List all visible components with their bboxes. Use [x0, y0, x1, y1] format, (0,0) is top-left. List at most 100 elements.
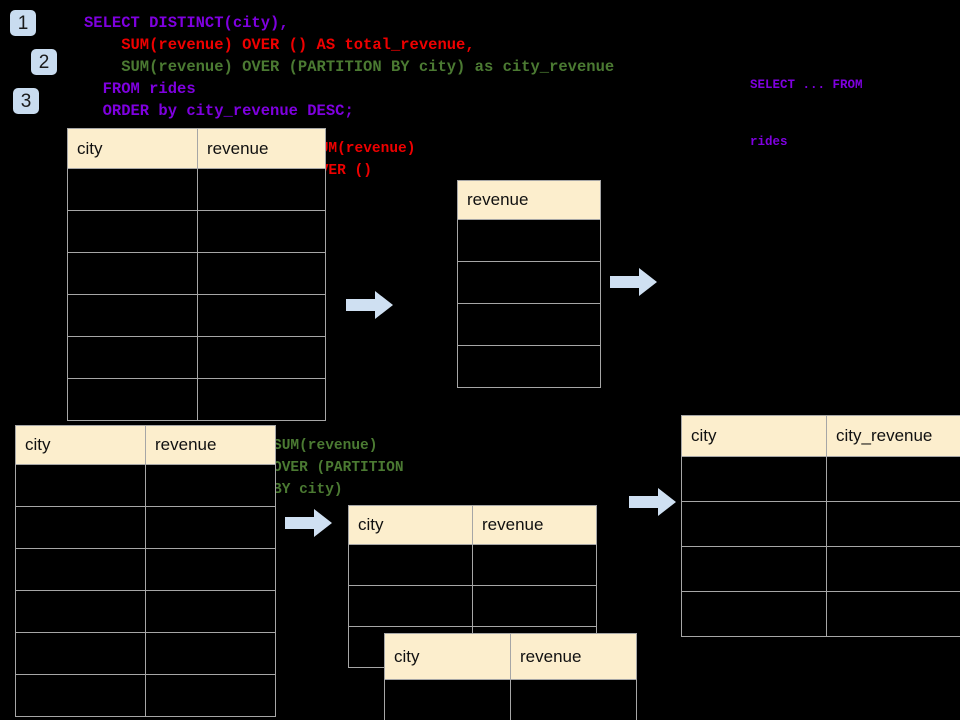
sql-side-note: SELECT ... FROM rides	[750, 38, 863, 190]
flow-arrow-bottom-right	[629, 488, 676, 516]
table-cell-city_revenue	[826, 591, 960, 637]
table-row	[67, 294, 326, 337]
sql-side-note-line-1: SELECT ... FROM	[750, 78, 863, 92]
annot-total-revenue: SUM(revenue) OVER ()	[311, 138, 415, 182]
table-cell-revenue	[197, 210, 326, 253]
table-cell-city	[681, 456, 827, 502]
table-row	[681, 546, 960, 592]
table-cell-revenue	[197, 252, 326, 295]
table-cell-city	[67, 378, 198, 421]
annot-total-revenue-line-2: OVER ()	[311, 163, 372, 179]
table-cell-city_revenue	[826, 501, 960, 547]
table-cell-city	[15, 632, 146, 675]
table-cell-city_revenue	[826, 456, 960, 502]
table-row	[457, 303, 601, 346]
table-row	[67, 378, 326, 421]
table-row	[348, 544, 597, 586]
table-cell-revenue	[197, 168, 326, 211]
sql-line-1: SELECT DISTINCT(city),	[84, 14, 289, 32]
total-revenue-table: revenue	[457, 180, 601, 388]
table-row	[67, 210, 326, 253]
table-row	[457, 345, 601, 388]
table-row	[15, 590, 276, 633]
table-cell-city	[67, 210, 198, 253]
sql-line-4: FROM rides	[84, 80, 196, 98]
table-cell-revenue	[145, 674, 276, 717]
column-header-revenue: revenue	[510, 633, 637, 680]
column-header-city: city	[384, 633, 511, 680]
table-cell-revenue	[197, 336, 326, 379]
table-row	[348, 585, 597, 627]
table-cell-revenue	[197, 294, 326, 337]
table-cell-revenue	[510, 679, 637, 720]
table-cell-city	[15, 674, 146, 717]
table-cell-city	[348, 585, 473, 627]
table-cell-revenue	[145, 548, 276, 591]
column-header-city: city	[67, 128, 198, 169]
table-cell-revenue	[457, 345, 601, 388]
table-header-row: revenue	[457, 180, 601, 220]
table-cell-revenue	[145, 506, 276, 549]
table-cell-city	[67, 168, 198, 211]
step-badge-1: 1	[10, 10, 36, 36]
table-row	[681, 456, 960, 502]
table-cell-city	[15, 464, 146, 507]
table-cell-revenue	[145, 590, 276, 633]
table-row	[681, 591, 960, 637]
table-row	[457, 261, 601, 304]
table-cell-city	[67, 336, 198, 379]
step-badge-3: 3	[13, 88, 39, 114]
table-cell-city	[67, 252, 198, 295]
table-row	[67, 168, 326, 211]
table-row	[15, 464, 276, 507]
sql-side-note-line-2: rides	[750, 135, 788, 149]
annot-city-revenue: SUM(revenue) OVER (PARTITION BY city)	[273, 435, 404, 501]
table-row	[681, 501, 960, 547]
table-cell-city	[681, 546, 827, 592]
table-cell-revenue	[457, 219, 601, 262]
table-cell-revenue	[457, 303, 601, 346]
sql-line-5: ORDER by city_revenue DESC;	[84, 102, 354, 120]
sql-query-block: SELECT DISTINCT(city), SUM(revenue) OVER…	[84, 12, 614, 122]
table-cell-city	[681, 501, 827, 547]
table-row	[15, 506, 276, 549]
table-cell-city_revenue	[826, 546, 960, 592]
sql-line-2: SUM(revenue) OVER () AS total_revenue,	[84, 36, 475, 54]
column-header-city_revenue: city_revenue	[826, 415, 960, 457]
annot-total-revenue-line-1: SUM(revenue)	[311, 141, 416, 157]
flow-arrow-top-right	[610, 268, 657, 296]
annot-city-revenue-line-1: SUM(revenue)	[273, 438, 378, 454]
table-cell-city	[15, 506, 146, 549]
flow-arrow-bottom-left	[285, 509, 332, 537]
table-row	[67, 252, 326, 295]
table-cell-revenue	[472, 585, 597, 627]
step-badge-2: 2	[31, 49, 57, 75]
column-header-revenue: revenue	[457, 180, 601, 220]
column-header-revenue: revenue	[197, 128, 326, 169]
table-cell-revenue	[145, 464, 276, 507]
annot-city-revenue-line-2: OVER (PARTITION	[273, 460, 404, 476]
table-row	[15, 632, 276, 675]
annot-city-revenue-line-3: BY city)	[273, 482, 343, 498]
sql-line-3: SUM(revenue) OVER (PARTITION BY city) as…	[84, 58, 615, 76]
table-cell-city	[15, 590, 146, 633]
table-cell-city	[384, 679, 511, 720]
table-cell-city	[681, 591, 827, 637]
table-row	[15, 548, 276, 591]
table-cell-revenue	[145, 632, 276, 675]
table-cell-city	[15, 548, 146, 591]
table-cell-revenue	[197, 378, 326, 421]
table-cell-revenue	[472, 544, 597, 586]
column-header-city: city	[681, 415, 827, 457]
column-header-revenue: revenue	[472, 505, 597, 545]
table-cell-city	[67, 294, 198, 337]
